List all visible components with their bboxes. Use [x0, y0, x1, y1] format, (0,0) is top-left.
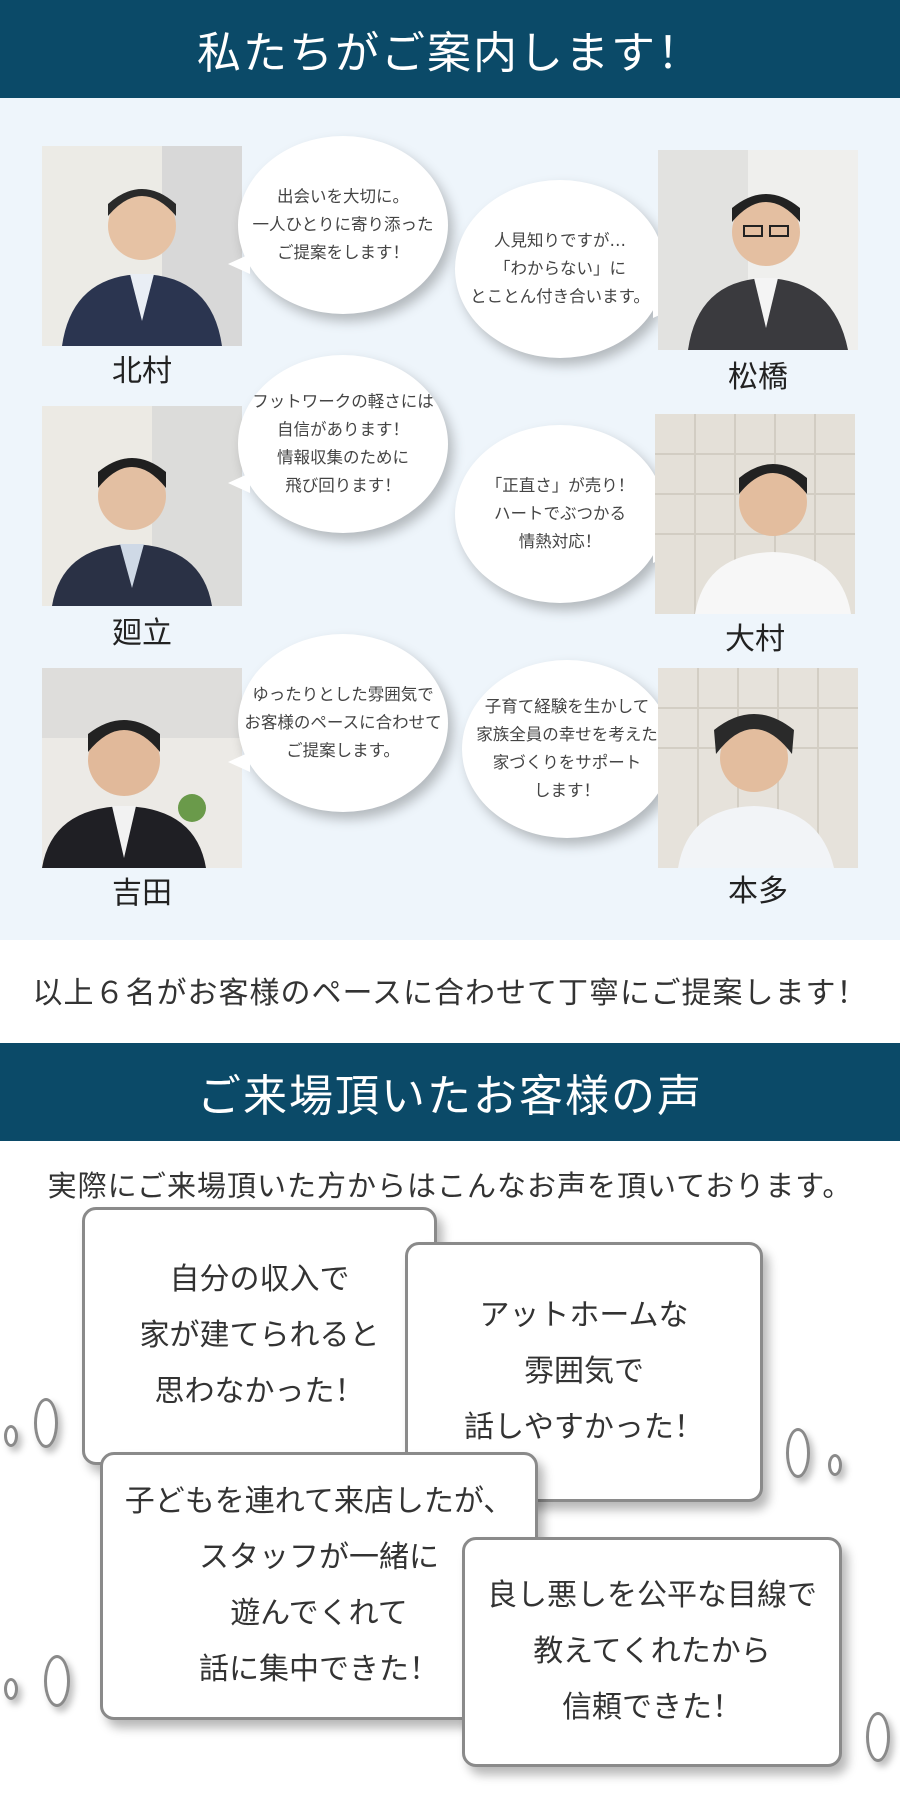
thought-dot [34, 1398, 58, 1448]
staff-name-kitamura: 北村 [112, 354, 172, 389]
staff-name-eritate: 廻立 [112, 616, 172, 651]
staff-photo-eritate [42, 406, 242, 606]
staff-name-yoshida: 吉田 [112, 876, 172, 911]
staff-message-matsuhashi: 人見知りですが… 「わからない」に とことん付き合います。 [455, 180, 675, 358]
staff-message-honda: 子育て経験を生かして 家族全員の幸せを考えた 家づくりをサポート します！ [462, 660, 682, 838]
staff-photo-kitamura [42, 146, 242, 346]
thought-dot [828, 1454, 842, 1476]
staff-name-matsuhashi: 松橋 [728, 360, 788, 395]
staff-message-yoshida: ゆったりとした雰囲気で お客様のペースに合わせて ご提案します。 [228, 634, 448, 812]
staff-section-header: 私たちがご案内します！ [0, 0, 900, 98]
staff-photo-matsuhashi [658, 150, 858, 350]
staff-photo-omura [655, 414, 855, 614]
voice-card-trust: 良し悪しを公平な目線で 教えてくれたから 信頼できた！ [462, 1537, 842, 1767]
staff-message-kitamura: 出会いを大切に。 一人ひとりに寄り添った ご提案をします！ [228, 136, 448, 314]
voices-intro: 実際にご来場頂いた方からはこんなお声を頂いております。 [47, 1169, 853, 1203]
staff-section-title: 私たちがご案内します！ [197, 28, 703, 79]
voices-section-header: ご来場頂いたお客様の声 [0, 1043, 900, 1141]
thought-dot [786, 1428, 810, 1478]
staff-name-omura: 大村 [725, 622, 785, 657]
voices-section-title: ご来場頂いたお客様の声 [197, 1071, 703, 1122]
thought-dot [4, 1678, 18, 1700]
staff-photo-yoshida [42, 668, 242, 868]
staff-message-omura: 「正直さ」が売り！ ハートでぶつかる 情熱対応！ [455, 425, 675, 603]
thought-dot [4, 1425, 18, 1447]
voice-card-income: 自分の収入で 家が建てられると 思わなかった！ [82, 1207, 437, 1465]
staff-name-honda: 本多 [728, 874, 788, 909]
staff-photo-honda [658, 668, 858, 868]
staff-summary: 以上６名がお客様のペースに合わせて丁寧にご提案します！ [32, 976, 868, 1011]
thought-dot [866, 1712, 890, 1762]
staff-message-eritate: フットワークの軽さには 自信があります！ 情報収集のために 飛び回ります！ [228, 355, 448, 533]
thought-dot [44, 1655, 70, 1707]
